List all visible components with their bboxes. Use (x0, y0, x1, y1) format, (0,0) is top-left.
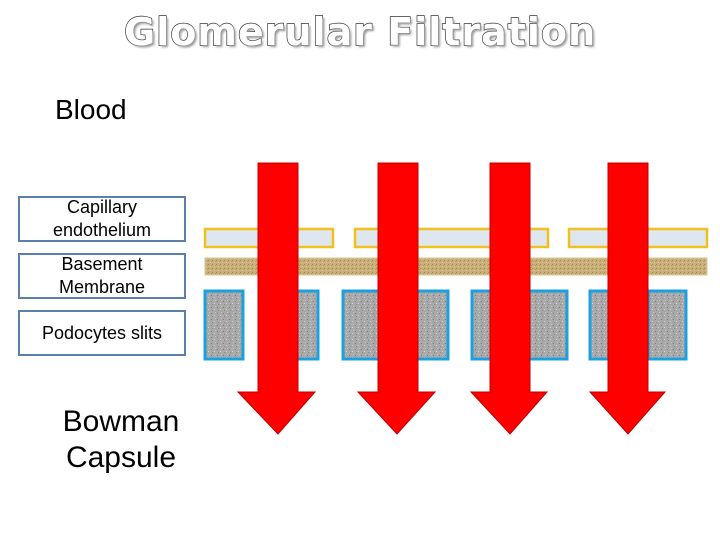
podocyte-slits-text: Podocytes slits (41, 322, 163, 343)
down-arrow-icon (356, 162, 437, 435)
down-arrow-icon (236, 162, 317, 435)
podocyte (341, 289, 383, 361)
filtration-arrows (236, 162, 667, 435)
podocyte (646, 289, 688, 361)
bowman-capsule-label: Bowman Capsule (62, 405, 180, 474)
capillary-endothelium-label: Capillary endothelium (18, 196, 186, 242)
down-arrow-icon (469, 162, 549, 435)
basement-membrane-label: Basement Membrane (18, 253, 186, 299)
podocyte-slits-label: Podocytes slits (18, 310, 186, 356)
page-title: Glomerular Filtration (123, 9, 597, 54)
basement-membrane-band (204, 257, 708, 276)
podocyte (203, 289, 245, 361)
down-arrow-icon (588, 162, 667, 435)
podocyte (527, 289, 569, 361)
blood-label: Blood (55, 94, 127, 125)
basement-membrane-layer (204, 257, 708, 276)
basement-membrane-text: Basement Membrane (58, 254, 146, 297)
capillary-endothelium-text: Capillary endothelium (52, 197, 152, 240)
